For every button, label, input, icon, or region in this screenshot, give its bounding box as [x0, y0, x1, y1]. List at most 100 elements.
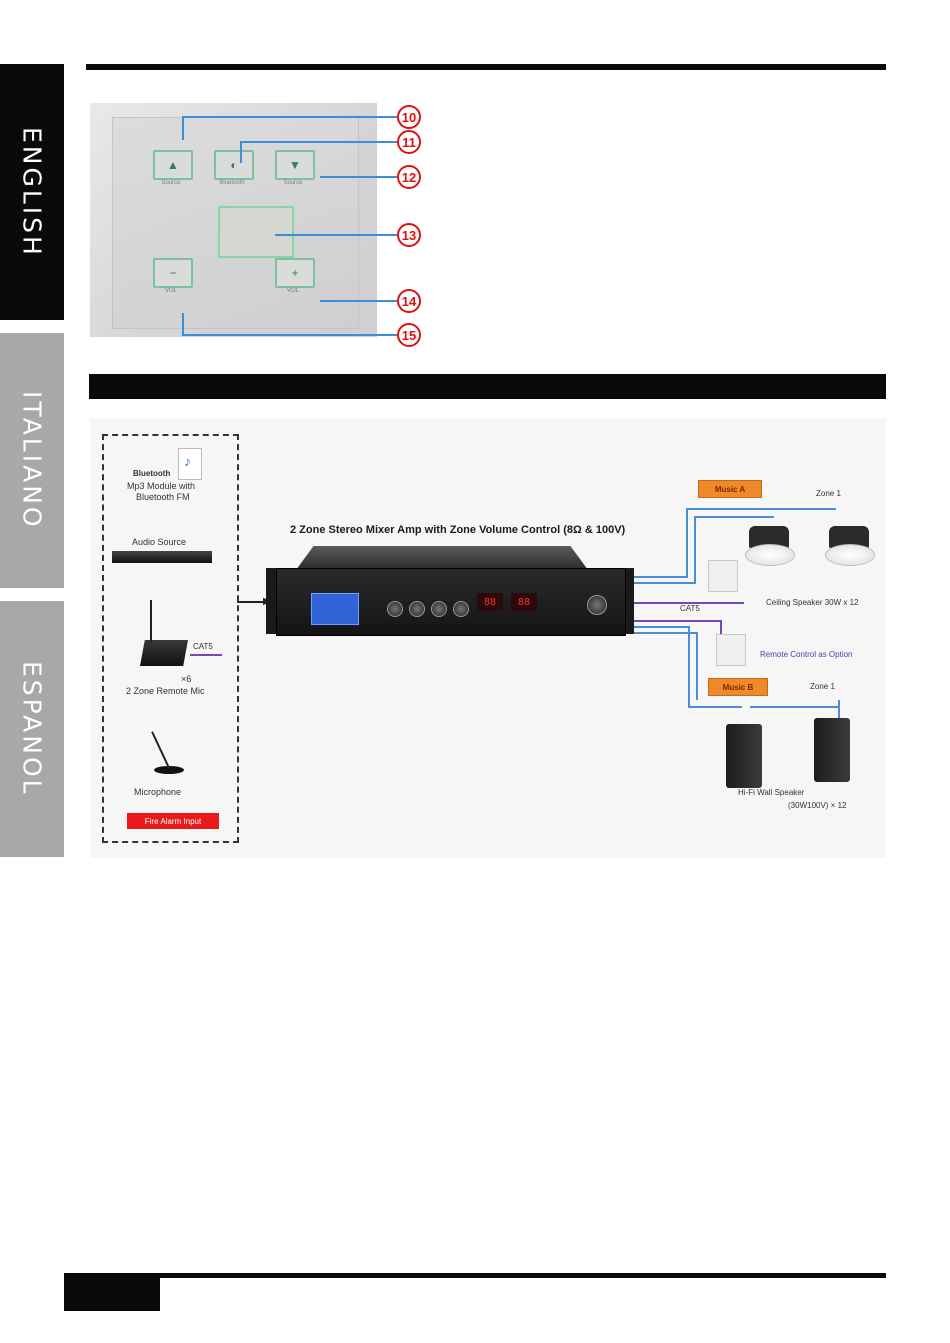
- panel-led-display: [218, 206, 294, 258]
- panel-minus-button: −: [153, 258, 193, 288]
- input-sources-box: [102, 434, 239, 843]
- callout-15: 15: [397, 323, 421, 347]
- input-arrow-line: [237, 601, 267, 603]
- zone-a-wire-1: [634, 576, 686, 578]
- amp-knob-2: [409, 601, 425, 617]
- callout-line-12: [320, 176, 397, 178]
- remote-mic-cable-label: CAT5: [193, 642, 213, 651]
- mp3-module-label-2: Bluetooth FM: [136, 492, 190, 502]
- remote-mic-count: ×6: [181, 674, 192, 684]
- bluetooth-brand: Bluetooth: [133, 469, 171, 478]
- plus-icon: +: [291, 266, 299, 280]
- panel-minus-caption: VOL: [164, 288, 177, 294]
- zone-b-wire-6: [750, 706, 840, 708]
- lang-tab-espanol[interactable]: ESPANOL: [0, 601, 64, 857]
- zone-a-wire-6: [694, 516, 774, 518]
- panel-down-button: ▼: [275, 150, 315, 180]
- zone-b-wire-2: [688, 626, 690, 708]
- callout-10: 10: [397, 105, 421, 129]
- panel-bluetooth-caption: Bluetooth: [219, 180, 245, 186]
- remote-mic-stem: [150, 600, 152, 642]
- page-number-box: [64, 1278, 160, 1311]
- ceiling-speaker-1: [745, 526, 795, 566]
- amp-zone-display-1: 88: [477, 593, 503, 611]
- amp-zone-display-2: 88: [511, 593, 537, 611]
- callout-14: 14: [397, 289, 421, 313]
- mp3-module-label-1: Mp3 Module with: [127, 481, 196, 491]
- audio-source-label: Audio Source: [132, 537, 187, 547]
- zone-a-wire-4: [634, 582, 696, 584]
- callout-line-11-drop: [240, 141, 242, 163]
- zone-a-remote-plate: [708, 560, 738, 592]
- bluetooth-icon: ◐: [230, 158, 238, 172]
- amp-top-cover: [296, 546, 588, 570]
- callout-line-13: [275, 234, 397, 236]
- remote-cat5-wire-1: [634, 620, 722, 622]
- section-header-bar: [89, 374, 886, 399]
- zone-a-wire-2: [686, 508, 688, 578]
- amp-title: 2 Zone Stereo Mixer Amp with Zone Volume…: [290, 524, 626, 536]
- callout-line-10-drop: [182, 116, 184, 140]
- amp-knob-1: [387, 601, 403, 617]
- callout-line-15: [182, 334, 397, 336]
- zone-b-wire-3: [688, 706, 742, 708]
- mixer-amplifier: 88 88: [276, 568, 626, 636]
- ceiling-speaker-label: Ceiling Speaker 30W x 12: [766, 598, 859, 607]
- remote-mic-label: 2 Zone Remote Mic: [126, 686, 205, 696]
- bottom-rule: [64, 1273, 886, 1278]
- music-b-tag: Music B: [708, 678, 768, 696]
- fire-alarm-input-tag: Fire Alarm Input: [127, 813, 219, 829]
- minus-icon: −: [169, 266, 177, 280]
- wall-speaker-1: [726, 724, 762, 788]
- lang-tab-label: ESPANOL: [17, 661, 47, 797]
- panel-plus-button: +: [275, 258, 315, 288]
- amp-lcd-screen: [311, 593, 359, 625]
- zone-b-wire-5: [696, 632, 698, 700]
- panel-up-caption: Source: [161, 180, 181, 186]
- audio-source-device: [112, 551, 212, 563]
- amp-rack-ear-left: [266, 568, 276, 634]
- remote-mic-cat5-wire: [190, 654, 222, 656]
- wall-speaker-label-2: (30W100V) × 12: [788, 801, 847, 810]
- panel-up-button: ▲: [153, 150, 193, 180]
- amp-master-knob: [587, 595, 607, 615]
- zone-a-label: Zone 1: [816, 489, 841, 498]
- music-a-tag: Music A: [698, 480, 762, 498]
- remote-control-plate: [716, 634, 746, 666]
- panel-bluetooth-button: ◐: [214, 150, 254, 180]
- top-rule: [86, 64, 886, 70]
- remote-cat5-wire-2: [720, 620, 722, 634]
- lang-tab-english[interactable]: ENGLISH: [0, 64, 64, 320]
- triangle-up-icon: ▲: [167, 158, 179, 172]
- callout-line-15-rise: [182, 313, 184, 335]
- zone-a-cat5-wire: [634, 602, 744, 604]
- microphone-label: Microphone: [134, 787, 182, 797]
- zone-b-wire-7: [838, 700, 840, 718]
- wall-speaker-label-1: Hi-Fi Wall Speaker: [738, 788, 805, 797]
- callout-11: 11: [397, 130, 421, 154]
- triangle-down-icon: ▼: [289, 158, 301, 172]
- zone-a-wire-3: [686, 508, 836, 510]
- lang-tab-label: ENGLISH: [17, 126, 47, 258]
- callout-line-14: [320, 300, 397, 302]
- amp-knob-4: [453, 601, 469, 617]
- callout-12: 12: [397, 165, 421, 189]
- lang-tab-italiano[interactable]: ITALIANO: [0, 333, 64, 588]
- music-file-icon: ♪: [178, 448, 202, 480]
- callout-13: 13: [397, 223, 421, 247]
- callout-line-10: [182, 116, 397, 118]
- amp-knob-3: [431, 601, 447, 617]
- microphone-base: [154, 766, 184, 774]
- lang-tab-label: ITALIANO: [17, 391, 47, 530]
- zone-a-cat5-label: CAT5: [680, 604, 700, 613]
- panel-plus-caption: VOL: [286, 288, 299, 294]
- remote-control-label: Remote Control as Option: [760, 650, 853, 659]
- system-diagram: Bluetooth ♪ Mp3 Module with Bluetooth FM…: [90, 418, 886, 858]
- zone-b-label: Zone 1: [810, 682, 835, 691]
- callout-line-11: [240, 141, 397, 143]
- ceiling-speaker-2: [825, 526, 875, 566]
- remote-mic-base: [140, 640, 188, 666]
- zone-a-wire-5: [694, 516, 696, 584]
- amp-rack-ear-right: [624, 568, 634, 634]
- zone-b-wire-4: [634, 632, 698, 634]
